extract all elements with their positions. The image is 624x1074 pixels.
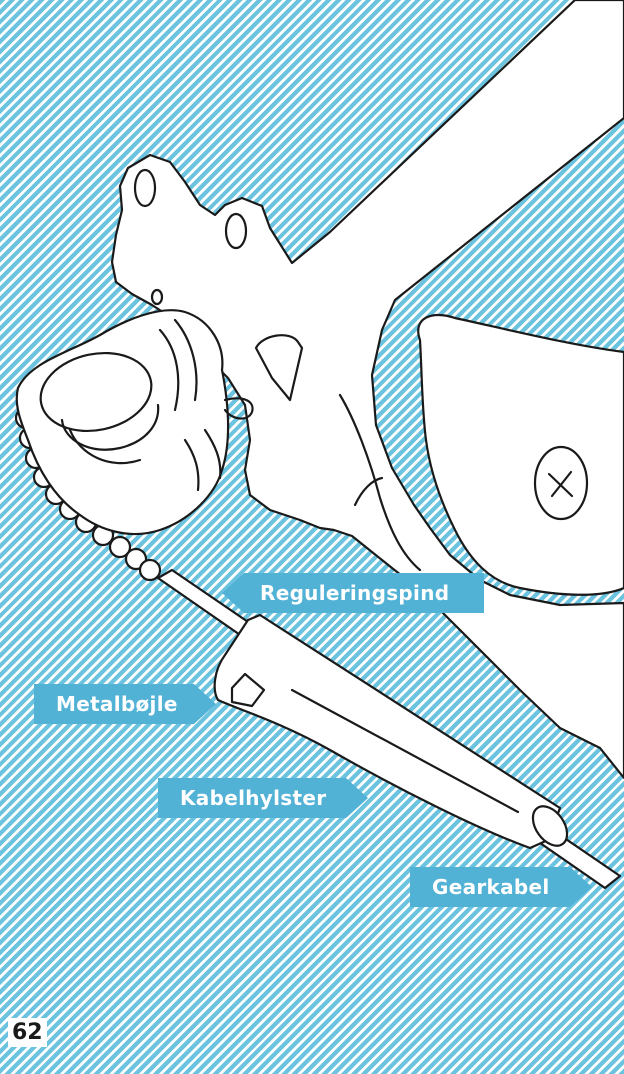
label-gearkabel: Gearkabel <box>410 867 592 907</box>
mount-hole-3 <box>152 290 162 304</box>
label-reguleringspind: Reguleringspind <box>222 573 484 613</box>
page-number: 62 <box>8 1018 47 1047</box>
label-kabelhylster: Kabelhylster <box>158 778 368 818</box>
mount-hole-1 <box>135 170 155 206</box>
label-metalbojle: Metalbøjle <box>34 684 216 724</box>
mount-hole-2 <box>226 214 246 248</box>
